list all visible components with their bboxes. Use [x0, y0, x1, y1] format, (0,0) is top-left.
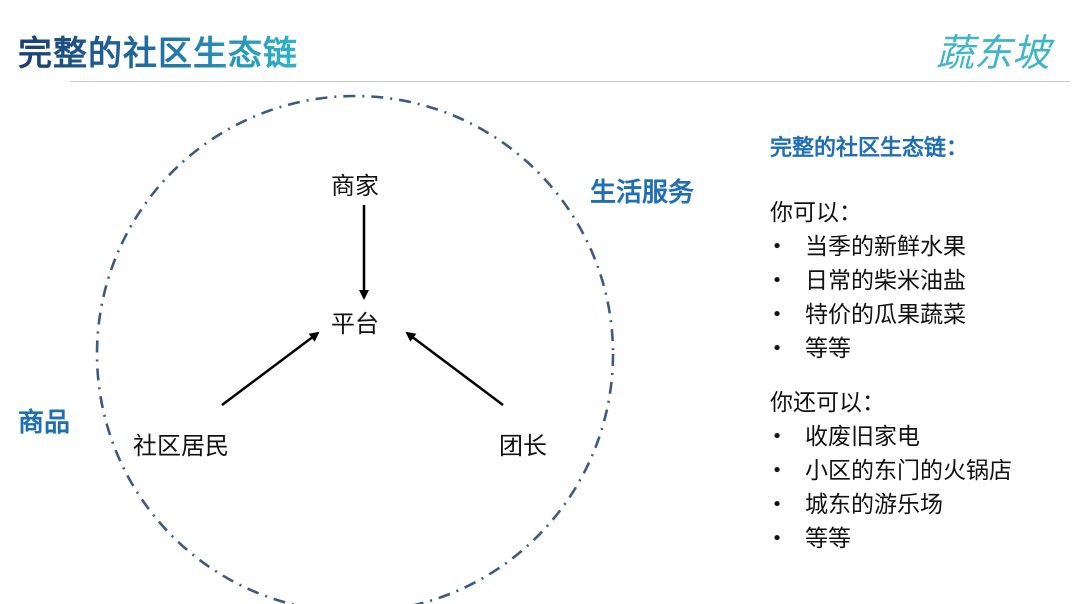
- bullet-icon: •: [771, 236, 783, 257]
- group-spacer: [770, 366, 1070, 386]
- list-item: • 特价的瓜果蔬菜: [770, 298, 1070, 332]
- bullet-icon: •: [771, 304, 783, 325]
- panel-group-1: 你可以： • 当季的新鲜水果 • 日常的柴米油盐 • 特价的瓜果蔬菜 • 等等: [770, 196, 1070, 366]
- brand-logo: 蔬东坡: [935, 31, 1050, 75]
- list-item: • 等等: [770, 522, 1070, 556]
- arrow-residents-to-platform: [221, 331, 320, 406]
- list-item-label: 特价的瓜果蔬菜: [805, 302, 966, 328]
- category-life-services: 生活服务: [590, 178, 695, 208]
- category-goods: 商品: [18, 408, 71, 438]
- panel-heading: 完整的社区生态链：: [770, 136, 969, 161]
- list-item-label: 城东的游乐场: [805, 492, 943, 518]
- panel-list: • 收废旧家电 • 小区的东门的火锅店 • 城东的游乐场 • 等等: [770, 420, 1070, 556]
- node-merchant: 商家: [331, 172, 379, 200]
- header-divider: [70, 81, 1070, 82]
- node-leader: 团长: [499, 432, 547, 460]
- bullet-icon: •: [771, 460, 783, 481]
- list-item-label: 日常的柴米油盐: [805, 268, 966, 294]
- bullet-icon: •: [771, 528, 783, 549]
- list-item-label: 收废旧家电: [805, 424, 920, 450]
- list-item: • 当季的新鲜水果: [770, 230, 1070, 264]
- bullet-icon: •: [771, 494, 783, 515]
- list-item-label: 等等: [805, 336, 851, 362]
- list-item-label: 小区的东门的火锅店: [805, 458, 1012, 484]
- list-item: • 小区的东门的火锅店: [770, 454, 1070, 488]
- node-residents: 社区居民: [133, 432, 229, 460]
- list-item: • 城东的游乐场: [770, 488, 1070, 522]
- info-panel: 完整的社区生态链： 你可以： • 当季的新鲜水果 • 日常的柴米油盐 • 特价的瓜果蔬…: [770, 130, 1070, 556]
- bullet-icon: •: [771, 270, 783, 291]
- panel-group-intro: 你还可以：: [770, 390, 885, 416]
- bullet-icon: •: [771, 426, 783, 447]
- panel-group-intro: 你可以：: [770, 200, 862, 226]
- panel-group-2: 你还可以： • 收废旧家电 • 小区的东门的火锅店 • 城东的游乐场 • 等等: [770, 386, 1070, 556]
- arrow-leader-to-platform: [405, 331, 504, 406]
- list-item: • 等等: [770, 332, 1070, 366]
- list-item: • 收废旧家电: [770, 420, 1070, 454]
- ecosystem-circle: [95, 94, 615, 604]
- list-item-label: 等等: [805, 526, 851, 552]
- bullet-icon: •: [771, 338, 783, 359]
- list-item-label: 当季的新鲜水果: [805, 234, 966, 260]
- page-title: 完整的社区生态链: [18, 26, 298, 75]
- panel-list: • 当季的新鲜水果 • 日常的柴米油盐 • 特价的瓜果蔬菜 • 等等: [770, 230, 1070, 366]
- node-platform: 平台: [331, 310, 379, 338]
- list-item: • 日常的柴米油盐: [770, 264, 1070, 298]
